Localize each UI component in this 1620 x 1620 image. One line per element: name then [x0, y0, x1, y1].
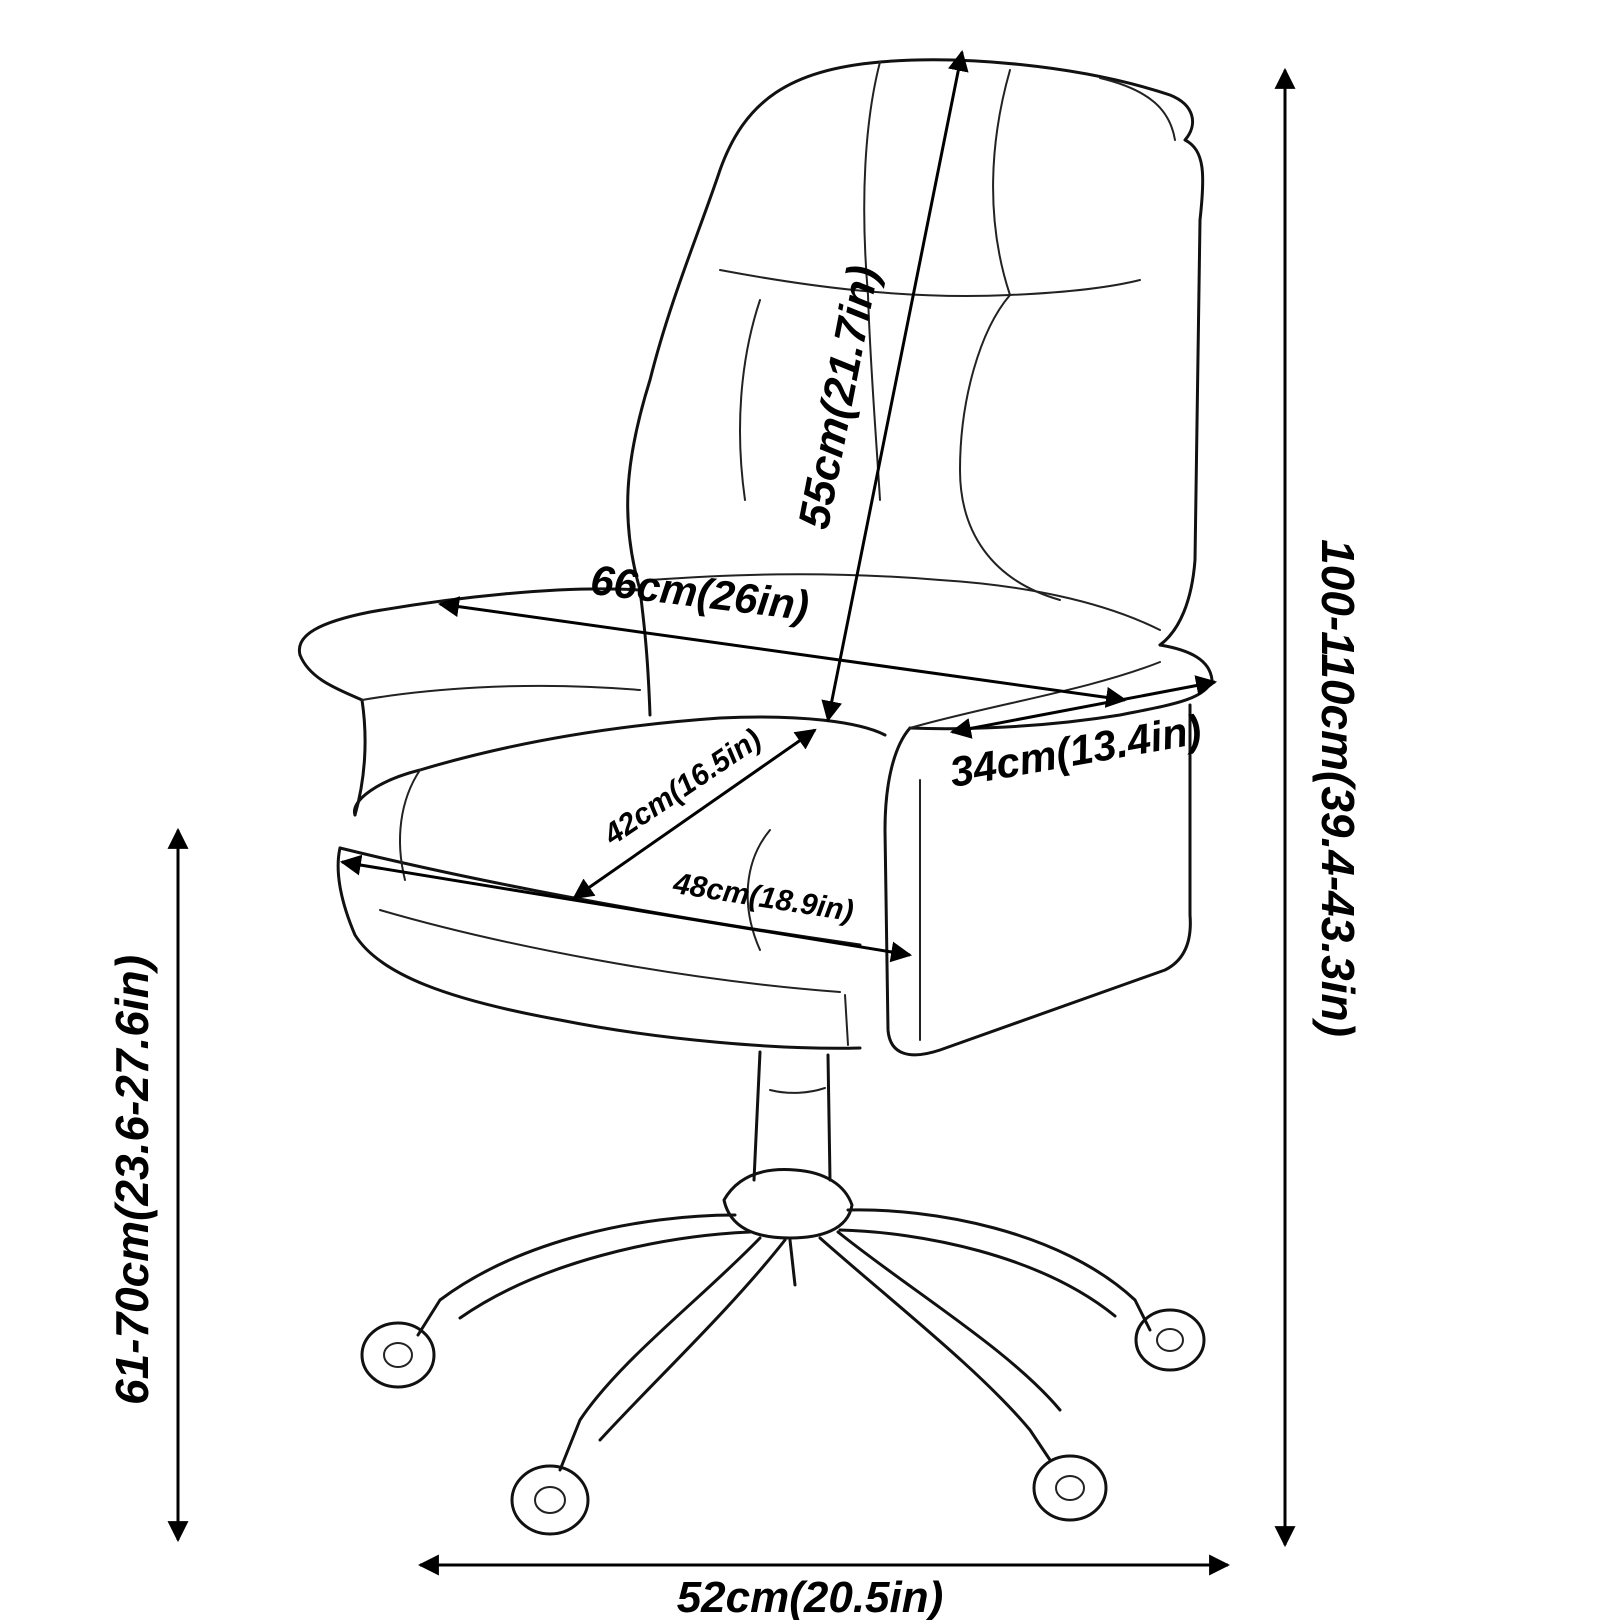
dimension-lines — [167, 49, 1296, 1576]
left-armrest — [297, 587, 652, 817]
backrest-height-arrow — [821, 49, 969, 723]
seat-cushion — [336, 715, 887, 1050]
backrest — [626, 58, 1205, 647]
seat-width-arrow — [339, 854, 913, 963]
base-width-label: 52cm(20.5in) — [677, 1573, 944, 1620]
armrest-length-label: 34cm(13.4in) — [946, 705, 1205, 795]
gas-lift — [722, 1050, 854, 1240]
overall-width-label: 66cm(26in) — [588, 556, 812, 629]
caster-wheels — [360, 1308, 1206, 1536]
dimension-labels: 100-110cm(39.4-43.3in) 61-70cm(23.6-27.6… — [106, 262, 1364, 1620]
armrest-length-arrow — [949, 675, 1218, 739]
seat-depth-label: 42cm(16.5in) — [597, 723, 767, 853]
total-height-label: 100-110cm(39.4-43.3in) — [1312, 539, 1364, 1037]
chair-illustration — [297, 58, 1214, 1536]
chair-base — [416, 1208, 1152, 1472]
right-armrest — [883, 643, 1214, 1057]
seat-height-label: 61-70cm(23.6-27.6in) — [106, 955, 158, 1405]
